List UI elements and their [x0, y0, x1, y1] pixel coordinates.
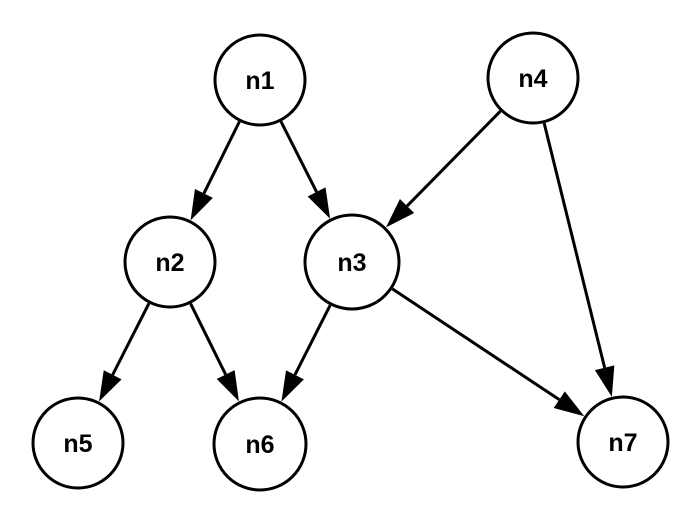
- edge-n3-to-n6: [281, 304, 332, 402]
- node-label: n5: [63, 430, 92, 458]
- edge-line: [189, 303, 227, 376]
- graph-node-n7[interactable]: n7: [576, 395, 670, 489]
- node-circle[interactable]: [212, 396, 308, 492]
- arrowhead-icon: [594, 365, 615, 397]
- arrowhead-icon: [281, 370, 304, 402]
- edge-n2-to-n6: [189, 303, 239, 402]
- node-label: n1: [245, 67, 274, 95]
- graph-node-n3[interactable]: n3: [303, 213, 401, 311]
- node-label: n4: [518, 65, 547, 93]
- edge-n1-to-n3: [279, 120, 331, 219]
- node-circle[interactable]: [213, 33, 307, 127]
- graph-node-n2[interactable]: n2: [123, 215, 217, 309]
- node-label: n6: [245, 431, 274, 459]
- graph-node-n4[interactable]: n4: [486, 31, 580, 125]
- node-label: n7: [608, 429, 637, 457]
- edge-line: [111, 302, 151, 376]
- node-circle[interactable]: [486, 31, 580, 125]
- node-circle[interactable]: [303, 213, 401, 311]
- edge-n4-to-n7: [542, 122, 615, 397]
- arrowhead-icon: [553, 391, 585, 417]
- node-label: n2: [155, 249, 184, 277]
- graph-node-n6[interactable]: n6: [212, 396, 308, 492]
- edge-line: [279, 120, 318, 193]
- graph-node-n1[interactable]: n1: [213, 33, 307, 127]
- arrowhead-icon: [99, 370, 122, 402]
- edge-line: [405, 110, 502, 208]
- edges-layer: [99, 110, 615, 417]
- nodes-layer: n1 n2 n3 n4 n5 n6 n7: [31, 31, 670, 492]
- node-circle[interactable]: [123, 215, 217, 309]
- edge-line: [391, 287, 561, 401]
- edge-line: [542, 122, 607, 369]
- node-label: n3: [337, 249, 366, 277]
- graph-node-n5[interactable]: n5: [31, 396, 125, 490]
- node-circle[interactable]: [576, 395, 670, 489]
- edge-line: [202, 121, 241, 195]
- arrowhead-icon: [216, 370, 239, 402]
- edge-n1-to-n2: [190, 121, 241, 221]
- edge-n3-to-n7: [391, 287, 585, 417]
- arrowhead-icon: [190, 188, 213, 221]
- node-circle[interactable]: [31, 396, 125, 490]
- arrowhead-icon: [307, 187, 331, 219]
- edge-n4-to-n3: [386, 110, 502, 228]
- edge-n2-to-n5: [99, 302, 151, 402]
- edge-line: [293, 304, 332, 376]
- arrowhead-icon: [386, 199, 415, 228]
